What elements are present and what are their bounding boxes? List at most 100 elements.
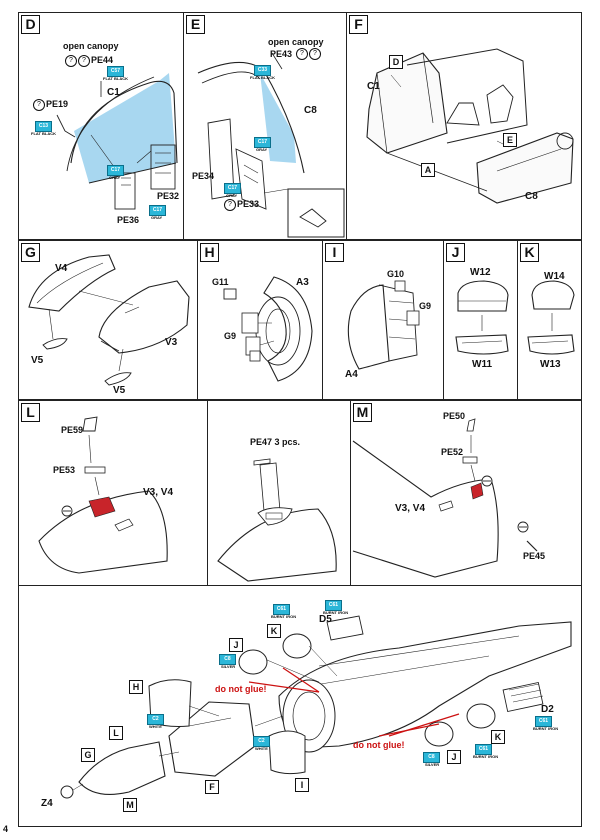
final-paint-3: C2 — [147, 714, 164, 725]
step-i-g10: G10 — [387, 269, 405, 279]
step-d-paint-2-name: FLAT BLACK — [31, 131, 57, 136]
step-d-paint-4-name: GRAY — [151, 215, 163, 220]
step-g-v4: V4 — [55, 263, 68, 274]
step-h-letter: H — [200, 243, 219, 262]
step-d-c1: C1 — [107, 87, 120, 98]
step-f-ref-d: D — [389, 55, 403, 69]
final-paint-4: C2 — [253, 736, 270, 747]
step-d-open-canopy: open canopy — [63, 41, 119, 51]
final-paint-0: C8 — [219, 654, 236, 665]
step-e-open-canopy: open canopy — [268, 37, 324, 47]
step-k-w13: W13 — [540, 359, 561, 370]
step-m-pe45: PE45 — [523, 551, 546, 561]
step-pe47-drawing — [217, 458, 337, 582]
step-f-c1: C1 — [367, 81, 380, 92]
final-paint-4-name: WHITE — [255, 746, 268, 751]
step-i-panel: I G10 G9 A4 — [322, 240, 444, 400]
step-e-paint-2-name: GRAY — [256, 147, 268, 152]
step-e-paint-2: C17 — [254, 137, 271, 148]
step-e-paint-1-name: FLAT BLACK — [250, 75, 276, 80]
final-z4: Z4 — [41, 798, 53, 809]
step-m-pe50: PE50 — [443, 411, 466, 421]
step-l-letter: L — [21, 403, 40, 422]
final-paint-5: C61 — [535, 716, 552, 727]
step-e-bend-icon-2: ? — [309, 48, 321, 60]
final-paint-3-name: WHITE — [149, 724, 162, 729]
step-j-drawing — [455, 280, 509, 355]
step-g-v5a: V5 — [31, 355, 44, 366]
final-paint-0-name: SILVER — [221, 664, 236, 669]
step-e-bend-icon-3: ? — [224, 199, 236, 211]
step-g-v3: V3 — [165, 337, 178, 348]
final-warning-b: do not glue! — [353, 740, 405, 750]
final-ref-j2: J — [447, 750, 461, 764]
final-paint-6-name: SILVER — [425, 762, 440, 767]
step-d-paint-3: C17 — [107, 165, 124, 176]
final-ref-g: G — [81, 748, 95, 762]
step-i-drawing — [347, 280, 420, 370]
step-j-panel: J W12 W11 — [443, 240, 518, 400]
step-g-letter: G — [21, 243, 40, 262]
step-d-pe19: PE19 — [46, 99, 69, 109]
step-e-letter: E — [186, 15, 205, 34]
final-paint-1: C61 — [273, 604, 290, 615]
final-paint-5-name: BURNT IRON — [533, 726, 559, 731]
step-l-panel: L PE59 PE53 V3, V4 — [18, 400, 208, 586]
final-warning-a: do not glue! — [215, 684, 267, 694]
final-assembly-drawing — [60, 615, 572, 799]
final-ref-i: I — [295, 778, 309, 792]
step-m-drawing — [352, 418, 538, 578]
step-d-letter: D — [21, 15, 40, 34]
step-f-drawing — [366, 48, 574, 204]
step-i-letter: I — [325, 243, 344, 262]
step-d-panel: D open canopy ? ? PE44 C57 FLAT BLACK C1… — [18, 12, 184, 240]
step-e-pe43: PE43 — [270, 49, 293, 59]
step-e-paint-3: C17 — [224, 183, 241, 194]
step-e-pe33: PE33 — [237, 199, 260, 209]
step-j-w12: W12 — [470, 267, 491, 278]
step-l-drawing — [38, 416, 168, 574]
step-d-bend-icon-2: ? — [78, 55, 90, 67]
step-f-ref-a: A — [421, 163, 435, 177]
step-e-panel: E open canopy PE43 ? ? C33 FLAT BLACK C8… — [183, 12, 347, 240]
step-j-w11: W11 — [472, 359, 493, 370]
final-ref-h: H — [129, 680, 143, 694]
step-h-g11: G11 — [212, 277, 229, 287]
step-i-a4: A4 — [345, 369, 358, 380]
final-ref-m: M — [123, 798, 137, 812]
final-ref-f: F — [205, 780, 219, 794]
step-i-g9: G9 — [419, 301, 432, 311]
step-m-pe52: PE52 — [441, 447, 464, 457]
step-d-drawing — [56, 73, 178, 210]
step-d-paint-1-name: FLAT BLACK — [103, 76, 129, 81]
step-d-paint-2: C13 — [35, 121, 52, 132]
final-assembly-panel: C61 BURNT IRON C61 BURNT IRON D5 K J C8 … — [18, 585, 582, 827]
step-f-c8: C8 — [525, 191, 538, 202]
final-paint-6: C8 — [423, 752, 440, 763]
step-k-drawing — [527, 280, 575, 355]
page-number: 4 — [3, 824, 9, 834]
step-l-pe59: PE59 — [61, 425, 84, 435]
step-h-a3: A3 — [296, 277, 309, 288]
step-e-paint-3-name: GRAY — [226, 193, 238, 198]
step-m-letter: M — [353, 403, 372, 422]
step-d-bend-icon-1: ? — [65, 55, 77, 67]
final-paint-7-name: BURNT IRON — [473, 754, 499, 759]
final-paint-2-name: BURNT IRON — [323, 610, 349, 615]
step-d-pe32: PE32 — [157, 191, 180, 201]
step-g-v5b: V5 — [113, 385, 126, 396]
final-d2: D2 — [541, 704, 554, 715]
step-g-panel: G V4 V3 V5 V5 — [18, 240, 198, 400]
final-ref-j1: J — [229, 638, 243, 652]
step-d-paint-4: C17 — [149, 205, 166, 216]
step-e-bend-icon-1: ? — [296, 48, 308, 60]
step-h-panel: H G11 A3 G9 — [197, 240, 323, 400]
final-paint-2: C61 — [325, 600, 342, 611]
step-d-bend-icon-3: ? — [33, 99, 45, 111]
step-e-pe34: PE34 — [192, 171, 215, 181]
step-e-c8: C8 — [304, 105, 317, 116]
final-d5: D5 — [319, 614, 332, 625]
step-h-g9: G9 — [224, 331, 237, 341]
step-k-panel: K W14 W13 — [517, 240, 582, 400]
